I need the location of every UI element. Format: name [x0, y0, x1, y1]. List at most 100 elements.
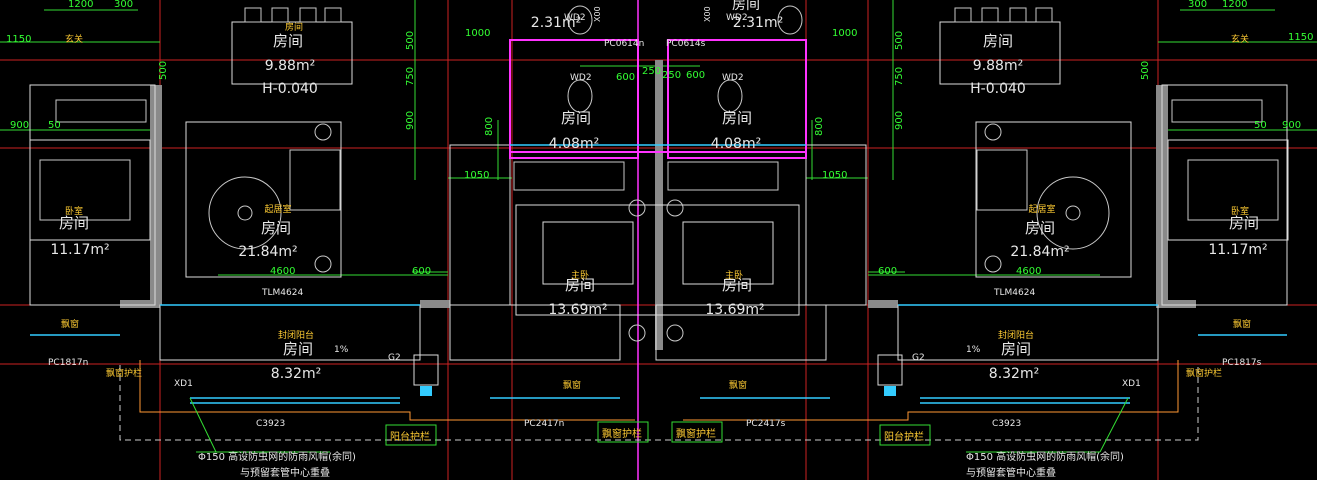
dim-600-left: 600	[412, 266, 431, 277]
note-right-line2: 与预留套管中心重叠	[966, 466, 1056, 479]
area-right-balcony: 8.32m²	[989, 366, 1039, 382]
dim-250-b: 250	[662, 70, 681, 81]
dim-1150-right: 1150	[1288, 32, 1313, 43]
room-name-top-right: 房间	[732, 0, 760, 13]
code-pc2417n: PC2417n	[524, 419, 564, 429]
room-name-left-dining: 房间	[273, 32, 303, 50]
bathroom-walls	[509, 39, 807, 159]
window-lines	[30, 144, 1287, 404]
code-pc0614n: PC0614n	[604, 39, 644, 49]
rail-labels: 阳台护栏 阳台护栏 飘窗护栏 飘窗护栏	[385, 421, 931, 446]
tag-bay-right: 飘窗	[1233, 318, 1251, 330]
code-c3923-right: C3923	[992, 419, 1021, 429]
dim-50-left: 50	[48, 120, 61, 131]
area-top-right: 2.31m²	[733, 15, 783, 31]
area-bath-left: 4.08m²	[549, 136, 599, 152]
tag-master-right: 主卧	[725, 269, 743, 281]
dim-300-left: 300	[114, 0, 133, 10]
note-left-line1: Φ150 高设防虫网的防雨风帽(余同)	[198, 450, 356, 463]
code-pc1817n: PC1817n	[48, 358, 88, 368]
elevation-left: H-0.040	[262, 81, 318, 97]
dim-600-center: 600	[616, 72, 635, 83]
dim-1150-left: 1150	[6, 34, 31, 45]
code-tlm-left: TLM4624	[261, 288, 303, 298]
code-pc0614s: PC0614s	[666, 39, 706, 49]
area-right-living: 21.84m²	[1010, 244, 1069, 260]
code-g2-left: G2	[388, 353, 401, 363]
dim-750-left: 750	[405, 67, 416, 86]
dim-800-left: 800	[484, 117, 495, 136]
slope-markers: 1% 1%	[334, 345, 981, 355]
note-left-line2: 与预留套管中心重叠	[240, 466, 330, 479]
dim-1050-right: 1050	[822, 170, 847, 181]
rail-balcony-right: 阳台护栏	[884, 430, 924, 443]
rail-balcony-left: 阳台护栏	[390, 430, 430, 443]
tag-dining-left: 房间	[285, 21, 303, 33]
dim-1000-left: 1000	[465, 28, 490, 39]
room-name-left-balcony: 房间	[283, 340, 313, 358]
tag-bay-center-left: 飘窗	[563, 379, 581, 391]
room-labels: 房间 9.88m² H-0.040 房间 9.88m² H-0.040 房间 1…	[50, 0, 1267, 382]
code-wd2-top-right: WD2	[726, 13, 748, 23]
code-c3923-left: C3923	[256, 419, 285, 429]
rail-bay-center-left: 飘窗护栏	[602, 427, 642, 440]
room-tags: 房间 卧室 起居室 起居室 卧室 主卧 主卧 封闭阳台 封闭阳台 飘窗 飘窗 飘…	[61, 21, 1251, 391]
rail-tag-left: 飘窗护栏	[106, 367, 142, 379]
side-rail-tags: 飘窗护栏 飘窗护栏	[106, 367, 1222, 379]
dim-1000-right: 1000	[832, 28, 857, 39]
area-left-bed: 11.17m²	[50, 242, 109, 258]
dim-900-right: 900	[1282, 120, 1301, 131]
area-left-balcony: 8.32m²	[271, 366, 321, 382]
code-pc2417s: PC2417s	[746, 419, 786, 429]
slope-right: 1%	[966, 345, 981, 355]
room-name-bath-right: 房间	[722, 109, 752, 127]
dim-500-edge-l: 500	[158, 61, 169, 80]
tag-entrance-right: 玄关	[1231, 33, 1249, 45]
room-name-right-dining: 房间	[983, 32, 1013, 50]
room-name-right-balcony: 房间	[1001, 340, 1031, 358]
room-name-center-right: 房间	[722, 276, 752, 294]
code-x00-right: X00	[703, 6, 712, 22]
code-g2-right: G2	[912, 353, 925, 363]
code-x00-left: X00	[593, 6, 602, 22]
code-xd1-right: XD1	[1122, 379, 1141, 389]
area-top-left: 2.31m²	[531, 15, 581, 31]
dim-300-right: 300	[1188, 0, 1207, 10]
tag-bedroom-left: 卧室	[65, 205, 83, 217]
dim-4600-left: 4600	[270, 266, 295, 277]
slope-left: 1%	[334, 345, 349, 355]
room-name-bath-left: 房间	[561, 109, 591, 127]
dim-900-right-v: 900	[894, 111, 905, 130]
dim-50-right: 50	[1254, 120, 1267, 131]
dim-900-left-v: 900	[405, 111, 416, 130]
tag-balcony-left: 封闭阳台	[278, 329, 314, 341]
room-name-center-left: 房间	[565, 276, 595, 294]
dim-250-a: 250	[642, 66, 661, 77]
dim-1050-left: 1050	[464, 170, 489, 181]
dim-1200-left: 1200	[68, 0, 93, 10]
rail-bay-center-right: 飘窗护栏	[676, 427, 716, 440]
room-name-right-bed: 房间	[1229, 214, 1259, 232]
room-name-left-bed: 房间	[59, 214, 89, 232]
dim-1200-right: 1200	[1222, 0, 1247, 10]
tag-living-left: 起居室	[264, 203, 291, 215]
dim-4600-right: 4600	[1016, 266, 1041, 277]
dim-800-right: 800	[814, 117, 825, 136]
area-bath-right: 4.08m²	[711, 136, 761, 152]
dim-900-left: 900	[10, 120, 29, 131]
dim-500-left: 500	[405, 31, 416, 50]
area-left-living: 21.84m²	[238, 244, 297, 260]
dimension-texts: 1200 300 300 1200 1150 1150 900 900 50 5…	[6, 0, 1313, 277]
tag-bay-center-right: 飘窗	[729, 379, 747, 391]
note-right-line1: Φ150 高设防虫网的防雨风帽(余同)	[966, 450, 1124, 463]
rail-tag-right: 飘窗护栏	[1186, 367, 1222, 379]
area-center-left: 13.69m²	[548, 302, 607, 318]
dim-500-right: 500	[894, 31, 905, 50]
vertical-dimension-texts: 500 750 900 500 750 900 800 800 500 500	[158, 31, 1151, 136]
dim-600-center-r: 600	[686, 70, 705, 81]
bottom-notes: Φ150 高设防虫网的防雨风帽(余同) 与预留套管中心重叠 Φ150 高设防虫网…	[189, 397, 1129, 479]
dim-600-right: 600	[878, 266, 897, 277]
code-xd1-left: XD1	[174, 379, 193, 389]
